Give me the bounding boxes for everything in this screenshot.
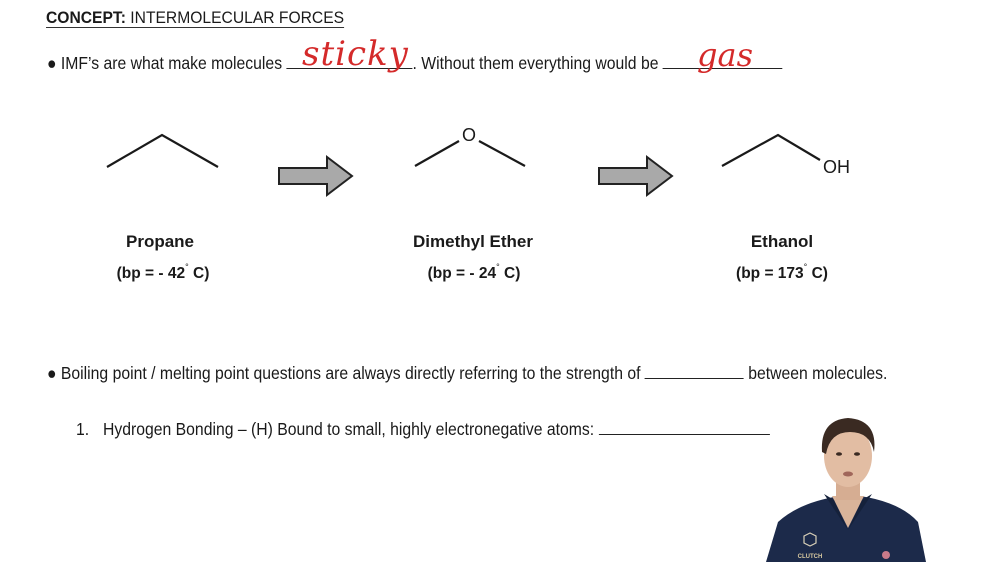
- statement-bp-after: between molecules.: [743, 363, 888, 383]
- handwritten-answer-sticky: sticky: [302, 34, 409, 74]
- molecule-name-ethanol: Ethanol: [750, 232, 814, 251]
- concept-label: CONCEPT:: [46, 8, 126, 27]
- list-number: 1.: [76, 419, 90, 439]
- statement-imf-before: IMF’s are what make molecules: [60, 53, 287, 73]
- right-arrow-icon: [278, 154, 354, 198]
- oxygen-atom-label: O: [462, 125, 476, 145]
- blank-gas: [662, 52, 783, 69]
- boiling-point-propane: (bp = - 42° C): [116, 262, 210, 283]
- molecule-name-dimethyl-ether: Dimethyl Ether: [413, 232, 533, 251]
- presenter-video: CLUTCH: [766, 418, 926, 562]
- statement-boiling-point: ● Boiling point / melting point question…: [47, 362, 887, 384]
- list-item-hydrogen-bonding: 1. Hydrogen Bonding – (H) Bound to small,…: [76, 418, 770, 440]
- ethanol-structure-icon: OH: [721, 133, 850, 177]
- svg-text:CLUTCH: CLUTCH: [798, 554, 823, 560]
- molecule-diagrams: O OH: [106, 125, 850, 198]
- concept-title-text: INTERMOLECULAR FORCES: [125, 8, 345, 27]
- bullet: ●: [47, 53, 57, 73]
- dimethyl-ether-structure-icon: O: [414, 125, 526, 167]
- boiling-point-ethanol: (bp = 173° C): [736, 262, 828, 283]
- blank-sticky: [286, 52, 413, 69]
- handwritten-answer-gas: gas: [697, 36, 753, 74]
- clutch-logo-icon: CLUTCH: [798, 532, 823, 560]
- list-item-text: Hydrogen Bonding – (H) Bound to small, h…: [103, 419, 599, 439]
- bullet: ●: [47, 363, 57, 383]
- statement-bp-before: Boiling point / melting point questions …: [60, 363, 645, 383]
- molecule-name-propane: Propane: [125, 232, 195, 251]
- boiling-point-dimethyl-ether: (bp = - 24° C): [427, 262, 521, 283]
- concept-title: CONCEPT: INTERMOLECULAR FORCES: [46, 8, 345, 28]
- statement-imf-middle: . Without them everything would be: [412, 53, 663, 73]
- propane-structure-icon: [106, 133, 219, 168]
- statement-imf: ● IMF’s are what make molecules . Withou…: [47, 52, 783, 74]
- right-arrow-icon: [598, 154, 674, 198]
- blank-electronegative-atoms: [598, 418, 770, 435]
- blank-strength: [644, 362, 744, 379]
- hydroxyl-label: OH: [823, 157, 850, 177]
